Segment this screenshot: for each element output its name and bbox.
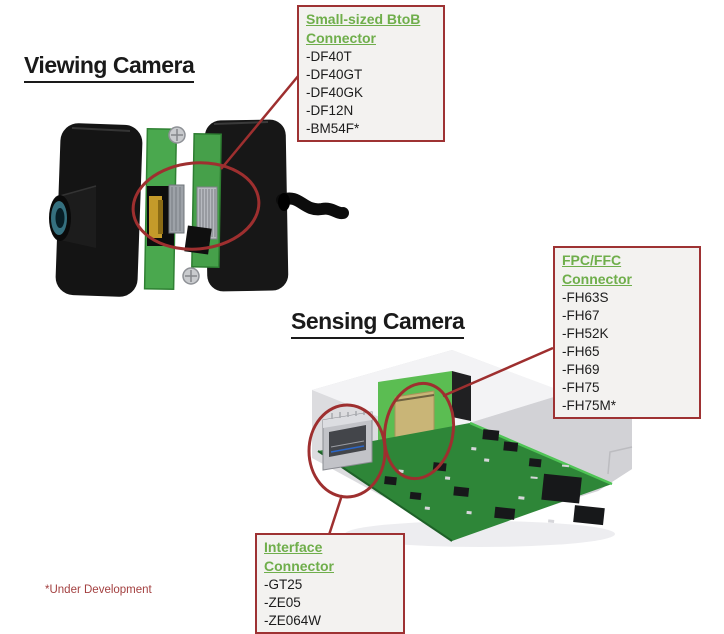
part-number: -FH63S <box>562 290 609 305</box>
btob-part-list: -DF40T -DF40GT -DF40GK -DF12N -BM54F* <box>306 48 436 138</box>
part-number: -DF40GT <box>306 67 363 82</box>
interface-connector <box>322 411 373 471</box>
camera-cable <box>276 192 349 220</box>
viewing-front-housing <box>55 123 143 297</box>
part-number: -FH65 <box>562 344 600 359</box>
sensing-camera-illustration <box>307 346 633 547</box>
part-number: -FH52K <box>562 326 609 341</box>
part-number: -DF40T <box>306 49 352 64</box>
diagram-canvas <box>49 74 633 547</box>
interface-part-list: -GT25 -ZE05 -ZE064W <box>264 576 396 630</box>
part-number: -FH75 <box>562 380 600 395</box>
lens-barrel <box>49 185 97 248</box>
callout-btob-connector: Small-sized BtoB Connector -DF40T -DF40G… <box>297 5 445 142</box>
cable-boot <box>278 193 290 211</box>
part-number: -DF40GK <box>306 85 364 100</box>
viewing-connector-highlight-ellipse <box>131 161 261 251</box>
btob-callout-title: Small-sized BtoB Connector <box>306 11 421 46</box>
viewing-camera-illustration <box>49 74 349 297</box>
part-number: -GT25 <box>264 577 303 592</box>
viewing-camera-title: Viewing Camera <box>24 52 195 83</box>
screw-top <box>168 126 186 144</box>
sensing-camera-title: Sensing Camera <box>291 308 465 339</box>
pcb-components <box>384 429 605 526</box>
part-number: -BM54F* <box>306 121 360 136</box>
interface-callout-title: Interface Connector <box>264 539 334 574</box>
screw-bottom <box>182 267 200 285</box>
housing-step-edge <box>607 446 633 475</box>
part-number: -FH69 <box>562 362 600 377</box>
callout-fpc-ffc-connector: FPC/FFC Connector -FH63S -FH67 -FH52K -F… <box>553 246 701 419</box>
under-development-footnote: *Under Development <box>45 584 152 596</box>
fpc-part-list: -FH63S -FH67 -FH52K -FH65 -FH69 -FH75 -F… <box>562 289 692 415</box>
part-number: -ZE05 <box>264 595 301 610</box>
sensor-die-shade <box>158 200 163 234</box>
part-number: -FH75M* <box>562 398 617 413</box>
fpc-callout-title: FPC/FFC Connector <box>562 252 632 287</box>
camera-shadow <box>345 521 615 547</box>
btob-connector-mate <box>168 184 185 234</box>
part-number: -DF12N <box>306 103 354 118</box>
btob-leader-line <box>220 74 300 170</box>
fpc-leader-line <box>442 346 554 398</box>
ffc-highlight-ellipse <box>382 381 456 481</box>
interface-leader-line <box>327 494 344 536</box>
panel-slot <box>452 371 471 421</box>
front-housing-highlight <box>71 127 131 132</box>
part-number: -ZE064W <box>264 613 322 628</box>
part-number: -FH67 <box>562 308 600 323</box>
